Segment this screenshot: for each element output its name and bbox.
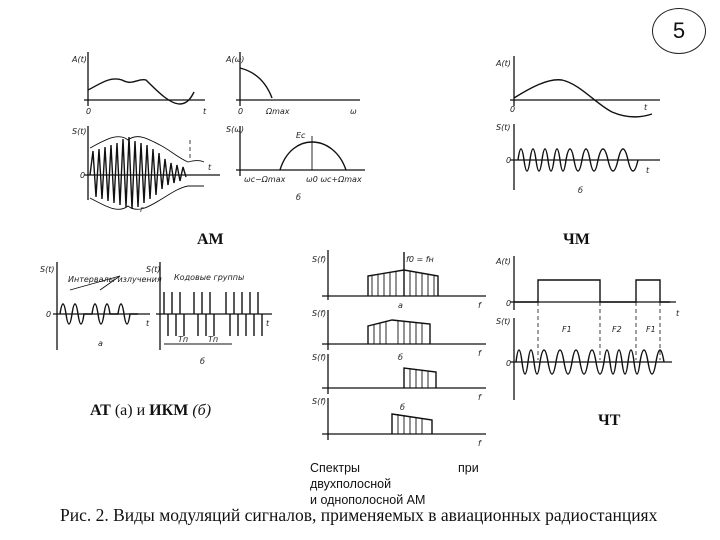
svg-text:t: t: [646, 166, 650, 175]
svg-text:0: 0: [80, 171, 85, 180]
svg-text:f0 = fн: f0 = fн: [406, 255, 434, 264]
svg-text:S(t): S(t): [146, 265, 160, 274]
svg-text:F1: F1: [562, 325, 572, 334]
svg-text:f: f: [478, 393, 482, 402]
spectra-caption-line2: двухполосной: [310, 477, 392, 491]
svg-text:f: f: [478, 439, 482, 448]
svg-text:f: f: [478, 349, 482, 358]
figure-caption: Рис. 2. Виды модуляций сигналов, применя…: [60, 505, 658, 525]
at-ikm-label: АТ (а) и ИКМ (б): [90, 402, 211, 420]
svg-text:Ωmax: Ωmax: [265, 107, 290, 116]
spectrum-plot-2: S(f) б f: [312, 309, 486, 362]
am-label: АМ: [197, 231, 224, 248]
svg-text:t: t: [266, 319, 270, 328]
svg-text:Tп: Tп: [208, 335, 218, 344]
am-message-plot: A(t) 0 t: [71, 52, 207, 116]
page-number-badge: 5: [652, 8, 706, 54]
svg-text:S(f): S(f): [312, 309, 326, 318]
svg-text:0: 0: [46, 310, 51, 319]
svg-text:S(t): S(t): [496, 317, 510, 326]
svg-text:б: б: [398, 353, 403, 362]
svg-text:S(ω): S(ω): [226, 125, 244, 134]
svg-text:б: б: [578, 186, 583, 195]
svg-text:0: 0: [506, 359, 511, 368]
svg-text:A(t): A(t): [495, 59, 511, 68]
svg-text:0: 0: [238, 107, 243, 116]
at-a-label: (а) и: [114, 402, 146, 419]
spectrum-plot-1: S(f) f0 = fн а f: [312, 250, 486, 310]
svg-text:S(f): S(f): [312, 255, 326, 264]
am-spectrum-top: A(ω) 0 Ωmax ω: [225, 52, 360, 116]
svg-text:f: f: [478, 301, 482, 310]
am-spectrum-bottom: S(ω) Ec ωc−Ωmax ω0 ωc+Ωmax б: [226, 125, 365, 202]
svg-text:Интервалы излучения: Интервалы излучения: [68, 275, 162, 284]
ikm-b-label: (б): [192, 402, 212, 419]
spectra-caption-line3: и однополосной АМ: [310, 493, 426, 507]
at-label: АТ: [90, 402, 111, 419]
cht-signal-plot: S(t) 0 F1 F2 F1: [496, 317, 672, 400]
svg-text:Tп: Tп: [178, 335, 188, 344]
fm-signal-plot: S(t) 0 t б: [496, 123, 660, 195]
cht-label: ЧТ: [598, 412, 621, 429]
svg-text:г: г: [140, 205, 145, 214]
spectra-caption-pri: при: [458, 461, 479, 475]
svg-text:б: б: [296, 193, 301, 202]
svg-text:t: t: [146, 319, 150, 328]
svg-text:A(t): A(t): [495, 257, 511, 266]
svg-text:S(t): S(t): [72, 127, 86, 136]
svg-text:0: 0: [506, 156, 511, 165]
svg-text:ω0 ωc+Ωmax: ω0 ωc+Ωmax: [306, 175, 362, 184]
svg-text:S(t): S(t): [496, 123, 510, 132]
at-signal-plot: S(t) Интервалы излучения 0 t а: [40, 262, 162, 350]
fm-message-plot: A(t) 0 t: [495, 56, 660, 118]
svg-text:t: t: [208, 163, 212, 172]
svg-text:A(ω): A(ω): [225, 55, 244, 64]
svg-text:ω: ω: [350, 107, 357, 116]
svg-text:A(t): A(t): [71, 55, 87, 64]
svg-text:F1: F1: [646, 325, 656, 334]
svg-text:ωc−Ωmax: ωc−Ωmax: [244, 175, 286, 184]
svg-text:Ec: Ec: [296, 131, 306, 140]
cht-message-plot: A(t) 0 t: [495, 256, 680, 360]
spectra-caption-line1: Спектры: [310, 461, 361, 475]
svg-text:S(f): S(f): [312, 397, 326, 406]
svg-text:0: 0: [510, 105, 515, 114]
svg-text:б: б: [200, 357, 205, 366]
chm-label: ЧМ: [563, 231, 590, 248]
svg-text:t: t: [644, 103, 648, 112]
am-signal-plot: S(t) 0 t г: [72, 126, 220, 214]
svg-text:а: а: [98, 339, 103, 348]
svg-text:0: 0: [86, 107, 91, 116]
spectra-caption: Спектры при двухполосной и однополосной …: [310, 460, 479, 508]
svg-text:t: t: [676, 309, 680, 318]
ikm-signal-plot: S(t) Кодовые группы Tп Tп t б: [146, 262, 272, 366]
svg-text:0: 0: [506, 299, 511, 308]
svg-text:F2: F2: [612, 325, 622, 334]
svg-text:t: t: [203, 107, 207, 116]
svg-text:S(f): S(f): [312, 353, 326, 362]
spectrum-plot-3: S(f) f: [312, 353, 486, 402]
svg-text:а: а: [398, 301, 403, 310]
ikm-label: ИКМ: [149, 402, 189, 419]
svg-text:Кодовые группы: Кодовые группы: [174, 273, 244, 282]
svg-text:б: б: [400, 403, 405, 412]
spectrum-plot-4: S(f) б f: [312, 397, 486, 448]
svg-text:S(t): S(t): [40, 265, 54, 274]
